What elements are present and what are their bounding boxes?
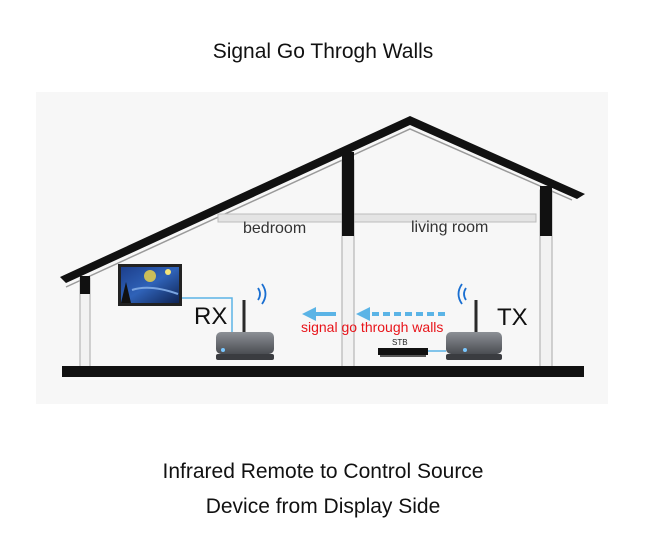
right-wall-cap [540, 186, 552, 236]
tx-device [446, 300, 502, 360]
left-wall-cap [80, 276, 90, 294]
rx-cable [182, 297, 233, 332]
caption-line-2: Device from Display Side [205, 495, 441, 518]
ceiling [217, 213, 537, 223]
roof-inner-line [65, 128, 573, 288]
rx-device [216, 300, 274, 360]
signal-label: signal go through walls [301, 319, 444, 335]
rx-label: RX [194, 303, 228, 330]
tx-wifi-icon [457, 283, 467, 305]
signal-arrow-right [356, 307, 445, 321]
middle-wall-cap [342, 152, 354, 236]
tv [118, 264, 182, 306]
set-top-box [378, 348, 428, 357]
stb-label: STB [392, 338, 408, 347]
rx-wifi-icon [257, 283, 267, 305]
roof [60, 116, 585, 283]
signal-arrow-left [302, 307, 336, 321]
caption-line-1: Infrared Remote to Control Source [162, 460, 484, 483]
diagram-title: Signal Go Throgh Walls [212, 40, 434, 63]
tx-label: TX [497, 304, 528, 331]
living-room-label: living room [411, 219, 489, 236]
bedroom-label: bedroom [243, 220, 307, 237]
floor [62, 366, 584, 377]
